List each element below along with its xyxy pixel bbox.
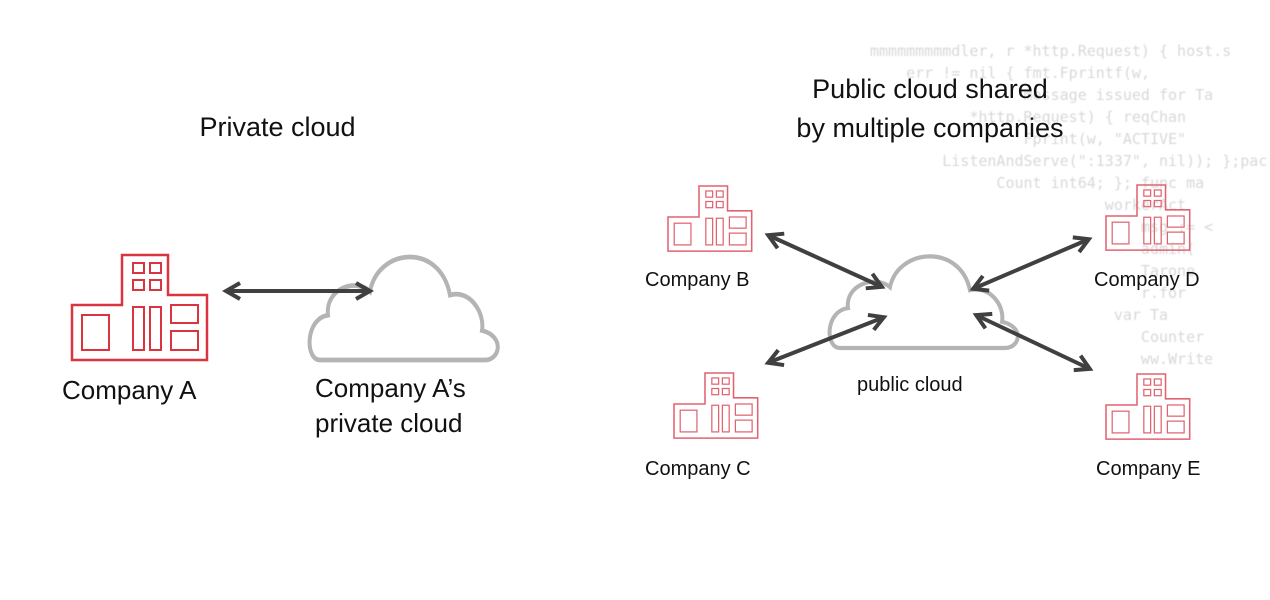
background-code-line: ww.Write [870, 350, 1214, 368]
company-c-label: Company C [645, 458, 751, 480]
background-code-line: Fprint(w, "ACTIVE" [870, 130, 1187, 148]
background-code-line: Count int64; }; func ma [870, 174, 1205, 192]
company-a-building-icon [70, 253, 209, 362]
company-d-building-icon [1105, 184, 1191, 251]
company-b-building-icon [667, 185, 753, 252]
private-cloud-icon [310, 257, 498, 360]
background-code-line: ListenAndServe(":1337", nil)); };pac [870, 152, 1268, 170]
background-code-line: *http.Request) { reqChan [870, 108, 1187, 126]
private-cloud-title: Private cloud [199, 112, 356, 142]
background-code-line: err != nil { fmt.Fprintf(w, [870, 64, 1150, 82]
background-code-texture: mmmmmmmmmdler, r *http.Request) { host.s… [870, 40, 1270, 380]
private-cloud-label-line2: private cloud [315, 408, 463, 438]
private-cloud-label-line1: Company A’s [315, 373, 466, 403]
background-code-line: message issued for Ta [870, 86, 1214, 104]
company-a-label: Company A [62, 375, 197, 405]
public-cloud-label: public cloud [857, 374, 963, 396]
background-code-line: Tarone [870, 262, 1196, 280]
company-b-label: Company B [645, 269, 750, 291]
company-e-label: Company E [1096, 458, 1201, 480]
background-code-line: r.for [870, 284, 1187, 302]
background-code-line: var Ta [870, 306, 1169, 324]
company-e-building-icon [1105, 373, 1191, 440]
public-cloud-title-line2: by multiple companies [796, 113, 1064, 143]
arrow-company-c [764, 312, 888, 368]
arrow-company-e [972, 311, 1094, 373]
public-cloud-title-line1: Public cloud shared [812, 74, 1048, 104]
company-c-building-icon [673, 372, 759, 439]
background-code-line: Counter [870, 328, 1205, 346]
arrow-company-b [764, 231, 886, 291]
company-d-label: Company D [1094, 269, 1200, 291]
public-cloud-icon [830, 256, 1018, 348]
arrow-company-d [969, 235, 1093, 293]
background-code-line: mmmmmmmmmdler, r *http.Request) { host.s [870, 42, 1232, 60]
